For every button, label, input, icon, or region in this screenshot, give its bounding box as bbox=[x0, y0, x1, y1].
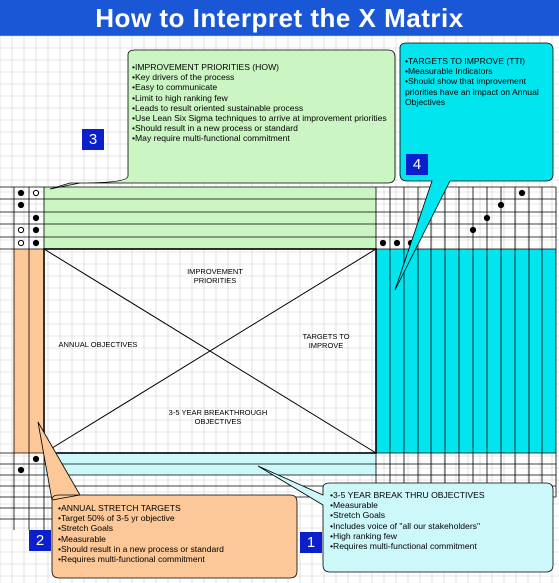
relationship-dot bbox=[483, 214, 491, 222]
annual-objectives-band-inner bbox=[29, 249, 43, 453]
relationship-dot bbox=[17, 189, 25, 197]
relationship-dot bbox=[393, 239, 401, 247]
relationship-open-dot bbox=[17, 226, 25, 234]
callout-3-number: 3 bbox=[82, 129, 104, 150]
relationship-dot bbox=[32, 214, 40, 222]
matrix-diagonal-2 bbox=[43, 248, 377, 454]
page-title: How to Interpret the X Matrix bbox=[95, 2, 464, 33]
label-improvement-priorities: IMPROVEMENT PRIORITIES bbox=[187, 267, 243, 285]
callout-1-bubble bbox=[257, 465, 554, 573]
callout-1-text: •3-5 YEAR BREAK THRU OBJECTIVES •Measura… bbox=[330, 490, 485, 552]
relationship-dot bbox=[32, 239, 40, 247]
label-annual-objectives: ANNUAL OBJECTIVES bbox=[58, 340, 138, 349]
relationship-dot bbox=[497, 201, 505, 209]
label-targets-to-improve: TARGETS TO IMPROVE bbox=[302, 332, 350, 350]
callout-4-number: 4 bbox=[406, 154, 428, 175]
relationship-open-dot bbox=[32, 189, 40, 197]
relationship-dot bbox=[32, 226, 40, 234]
relationship-dot bbox=[17, 201, 25, 209]
callout-4-bubble bbox=[394, 42, 554, 291]
title-bar: How to Interpret the X Matrix bbox=[0, 0, 559, 36]
callout-3-text: •IMPROVEMENT PRIORITIES (HOW) •Key drive… bbox=[132, 62, 387, 144]
relationship-dot bbox=[379, 239, 387, 247]
matrix-center-box bbox=[43, 248, 377, 454]
relationship-dot bbox=[17, 466, 25, 474]
targets-to-improve-band bbox=[376, 249, 556, 453]
callout-3-bubble bbox=[49, 49, 396, 190]
relationship-dot bbox=[469, 226, 477, 234]
label-breakthrough-objectives: 3-5 YEAR BREAKTHROUGH OBJECTIVES bbox=[168, 408, 268, 426]
relationship-open-dot bbox=[17, 239, 25, 247]
relationship-dot bbox=[32, 455, 40, 463]
callout-2-bubble bbox=[37, 421, 298, 579]
annual-objectives-band bbox=[14, 249, 29, 453]
callout-4-text: •TARGETS TO IMPROVE (TTI) •Measurable In… bbox=[405, 56, 539, 107]
callout-1-number: 1 bbox=[300, 532, 322, 553]
relationship-dot bbox=[518, 189, 526, 197]
improvement-priorities-band bbox=[44, 187, 376, 249]
callout-2-text: •ANNUAL STRETCH TARGETS •Target 50% of 3… bbox=[58, 503, 224, 565]
callout-2-number: 2 bbox=[29, 530, 51, 551]
